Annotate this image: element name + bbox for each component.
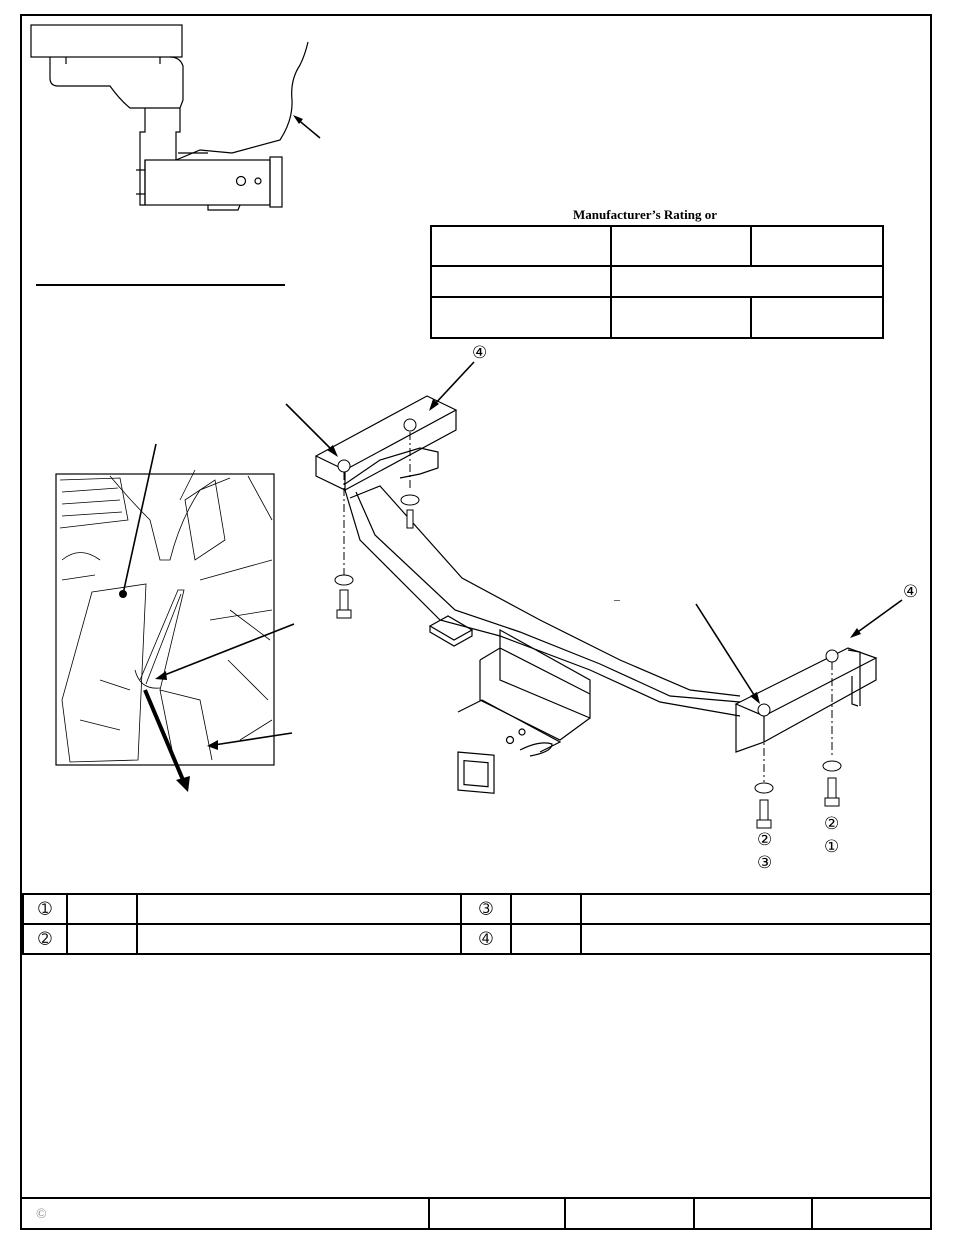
footer-cell bbox=[811, 1197, 932, 1230]
part-number: ➁ bbox=[22, 923, 68, 955]
table-cell bbox=[66, 923, 138, 955]
rating-cell bbox=[610, 225, 752, 267]
rating-cell bbox=[610, 296, 752, 339]
table-cell bbox=[510, 923, 582, 955]
footer-cell bbox=[564, 1197, 694, 1230]
rating-cell bbox=[430, 225, 612, 267]
rating-cell bbox=[750, 225, 884, 267]
table-cell bbox=[136, 923, 462, 955]
table-cell bbox=[510, 893, 582, 925]
rating-table bbox=[430, 225, 884, 339]
part-number: ➂ bbox=[460, 893, 512, 925]
table-row: ➁ ➃ bbox=[22, 923, 932, 955]
table-cell bbox=[136, 893, 462, 925]
rating-table-title: Manufacturer’s Rating or bbox=[573, 207, 717, 222]
callout-1: ① bbox=[824, 837, 840, 856]
copyright-mark: © bbox=[22, 1197, 429, 1230]
callout-2-right: ② bbox=[824, 814, 840, 833]
section-underline bbox=[36, 284, 285, 286]
table-cell bbox=[580, 893, 932, 925]
table-cell bbox=[66, 893, 138, 925]
rating-cell bbox=[750, 296, 884, 339]
callout-2-left: ② bbox=[757, 830, 773, 849]
part-number: ➀ bbox=[22, 893, 68, 925]
callout-3: ③ bbox=[757, 853, 773, 872]
dash-mark: – bbox=[614, 592, 620, 606]
callout-4-top: ④ bbox=[472, 343, 488, 362]
rating-cell bbox=[430, 265, 612, 298]
footer-table: © bbox=[22, 1197, 932, 1230]
table-cell bbox=[580, 923, 932, 955]
parts-table: ➀ ➂ ➁ ➃ bbox=[22, 893, 932, 955]
footer-cell bbox=[428, 1197, 565, 1230]
callout-4-right: ④ bbox=[903, 582, 919, 601]
part-number: ➃ bbox=[460, 923, 512, 955]
rating-cell bbox=[610, 265, 884, 298]
footer-cell bbox=[693, 1197, 812, 1230]
rating-cell bbox=[430, 296, 612, 339]
table-row: ➀ ➂ bbox=[22, 893, 932, 925]
